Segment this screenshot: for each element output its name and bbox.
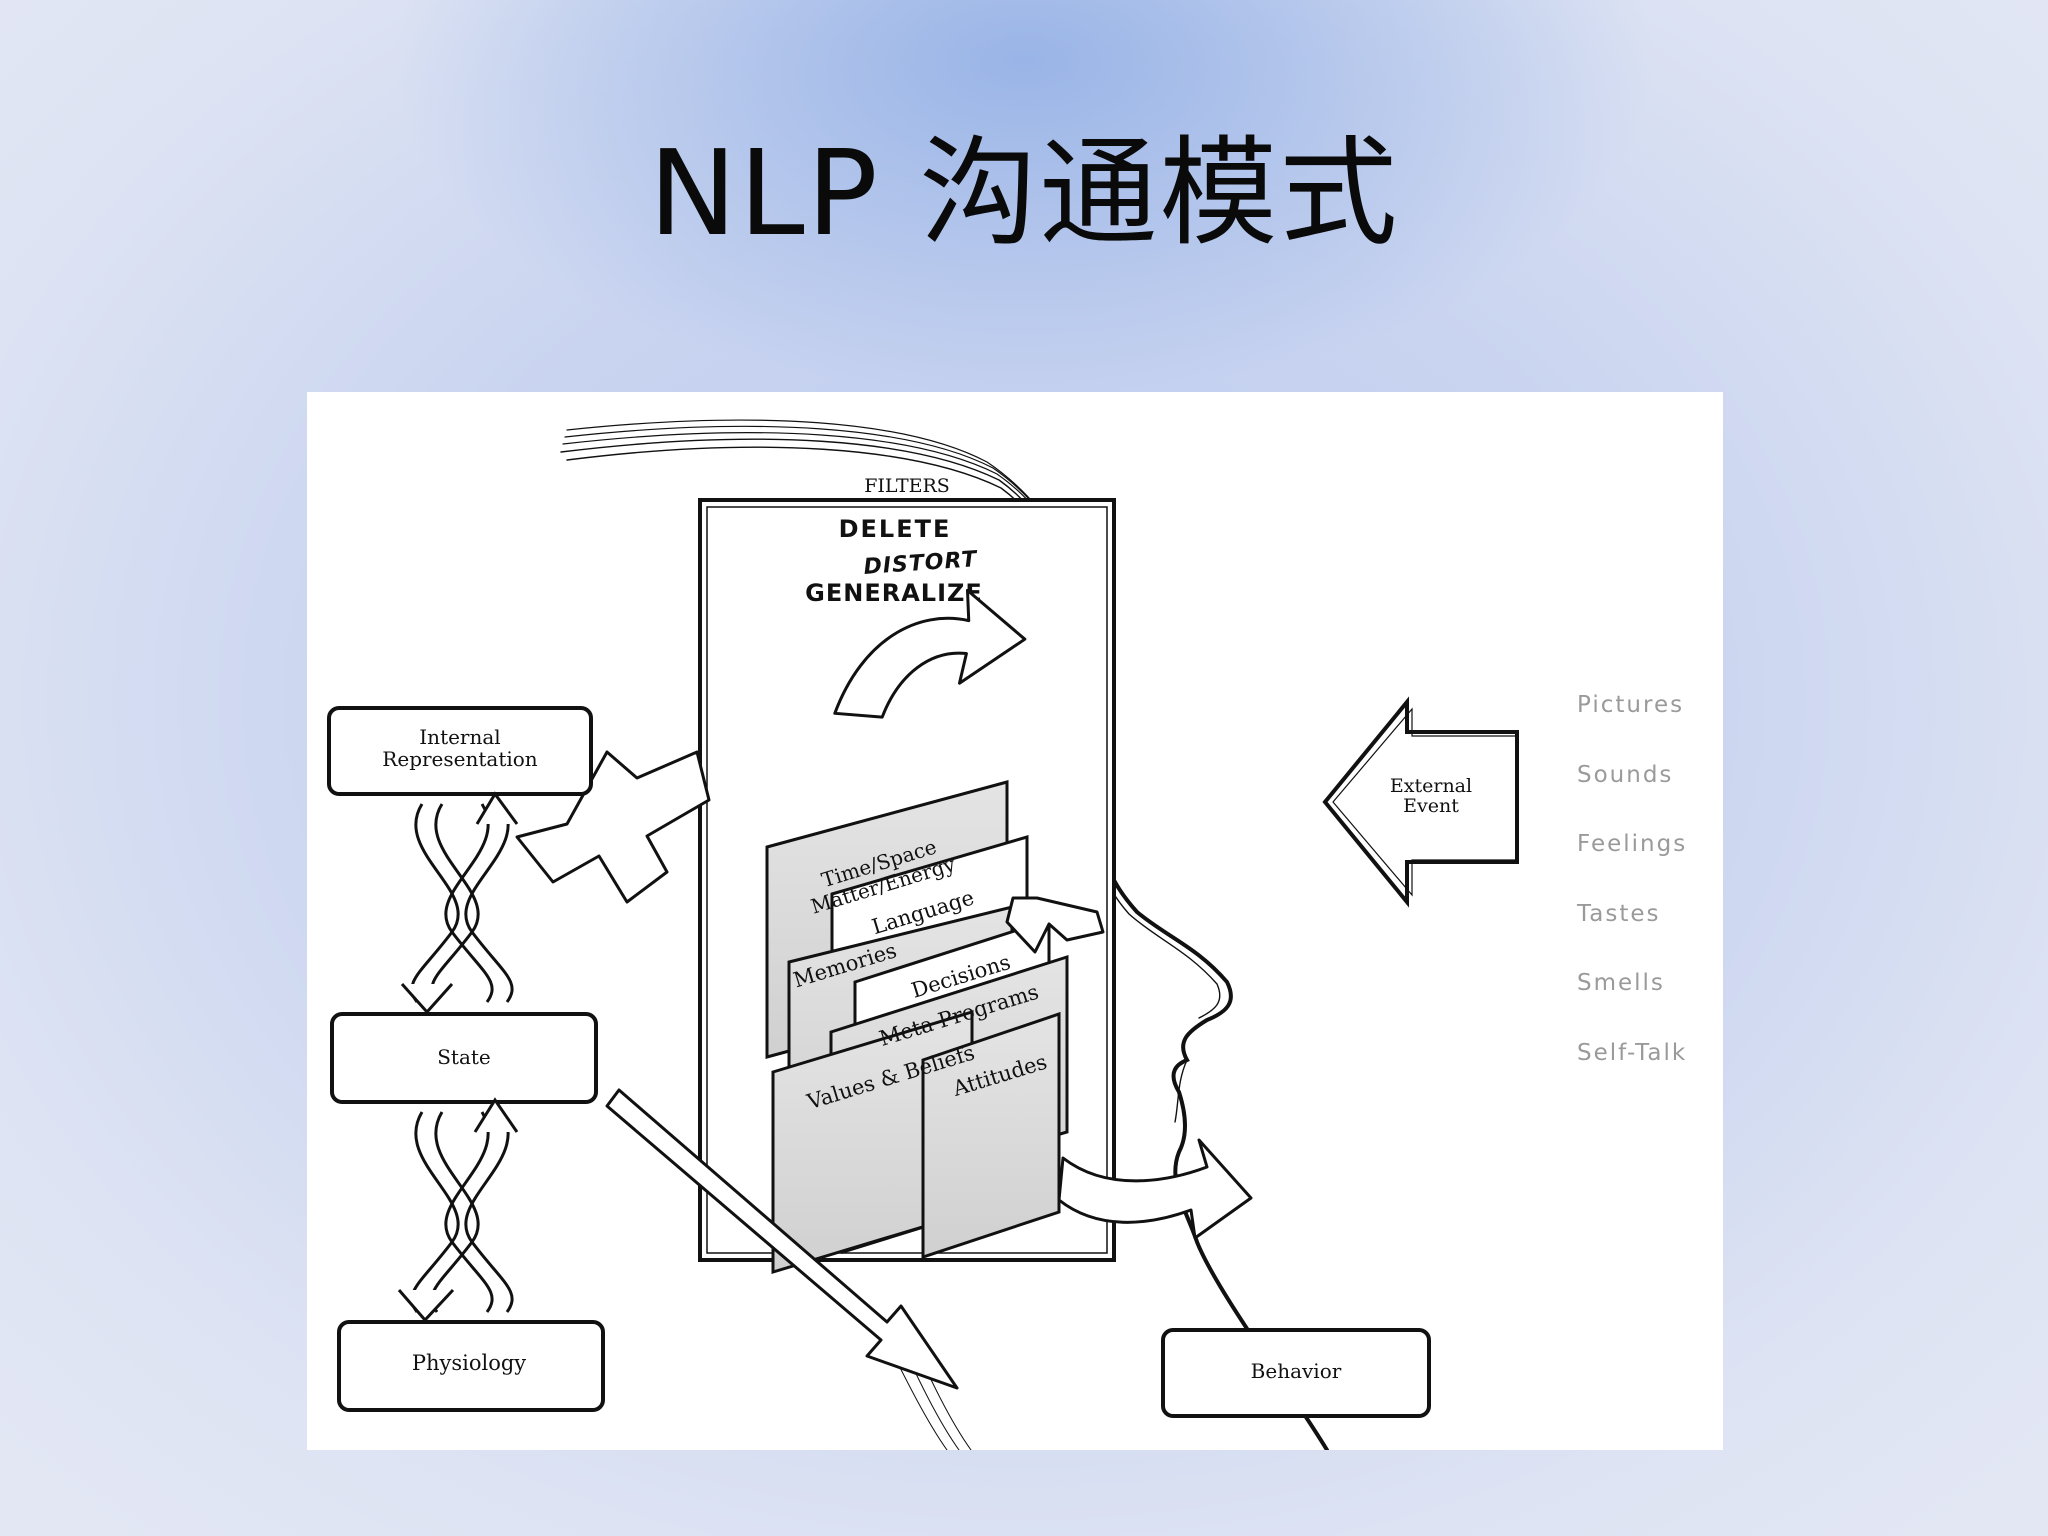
filter-generalize-label: GENERALIZE — [805, 579, 983, 607]
arrow-to-behavior — [605, 1088, 959, 1390]
sensory-input-pictures: Pictures — [1577, 692, 1685, 718]
state-box — [330, 1012, 598, 1104]
sensory-input-tastes: Tastes — [1577, 900, 1661, 927]
card-attitudes — [921, 1011, 1061, 1260]
filter-delete-label: DELETE — [839, 515, 952, 543]
external-event-label-line2: Event — [1403, 795, 1459, 817]
filters-label: FILTERS — [864, 475, 950, 497]
sensory-input-self-talk: Self-Talk — [1577, 1039, 1688, 1066]
arrow-into-filters-bottom — [1057, 1138, 1253, 1240]
left-chain — [327, 706, 605, 1412]
state-label: State — [437, 1045, 491, 1069]
physiology-box — [337, 1320, 605, 1412]
feedback-twist-upper — [400, 791, 519, 1015]
arrow-into-filters-top — [833, 588, 1027, 719]
filter-cards — [765, 780, 1069, 1275]
sensory-input-list: Pictures Sounds Feelings Tastes Smells S… — [1577, 692, 1717, 1109]
physiology-label: Physiology — [412, 1351, 526, 1375]
arrow-into-filters-mid — [1005, 896, 1105, 954]
external-event-arrow — [1322, 696, 1519, 908]
nlp-communication-model-diagram: FILTERS DELETE DISTORT GENERALIZE Time/S… — [307, 392, 1723, 1450]
internal-representation-box — [327, 706, 593, 796]
behavior-box — [1161, 1328, 1431, 1418]
feedback-twist-lower — [397, 1097, 519, 1323]
internal-representation-label-line1: Internal — [419, 725, 500, 749]
external-event-label-line1: External — [1390, 775, 1472, 797]
sensory-input-smells: Smells — [1577, 970, 1665, 996]
slide-title: NLP 沟通模式 — [648, 124, 1400, 262]
arrow-to-internal-representation — [515, 750, 711, 904]
sensory-input-feelings: Feelings — [1577, 831, 1688, 857]
behavior-label: Behavior — [1251, 1359, 1342, 1383]
sensory-input-sounds: Sounds — [1577, 761, 1674, 788]
internal-representation-label-line2: Representation — [382, 747, 538, 771]
curved-arrows — [515, 588, 1253, 1240]
